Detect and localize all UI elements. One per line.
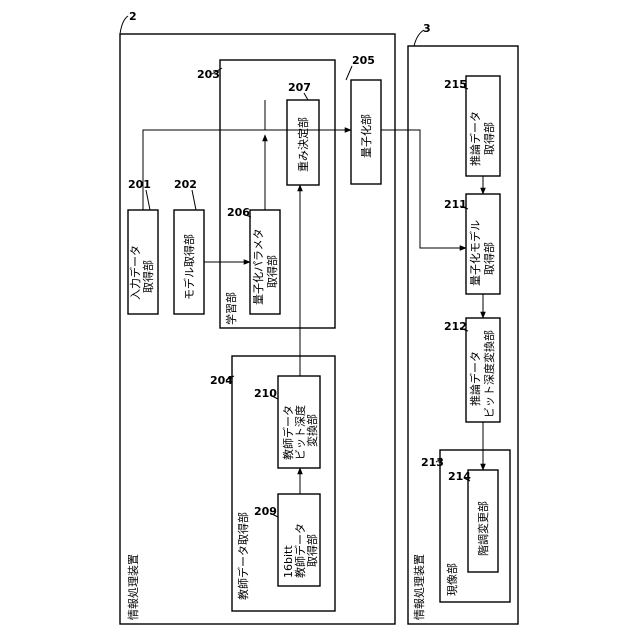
weight-leader: [304, 93, 308, 100]
arrow-quantizer-to-quantmodel: [381, 130, 466, 248]
input-data-ref: 201: [128, 178, 151, 191]
teacher-conv-line1: 教師データ: [281, 405, 295, 460]
model-line1: モデル取得部: [182, 234, 196, 300]
teacher-conv-ref: 210: [254, 387, 277, 400]
inference-conv-ref: 212: [444, 320, 467, 333]
learning-label: 学習部: [224, 292, 238, 325]
device-3-ref-text: 3: [423, 22, 431, 35]
teacher-conv-line3: 変換部: [305, 414, 319, 447]
teacher-ref: 204: [210, 374, 233, 387]
teacher-label: 教師データ取得部: [236, 512, 250, 600]
inference-conv-line1: 推論データ: [468, 351, 482, 406]
arrow-input-to-quantizer: [143, 130, 351, 210]
weight-ref: 207: [288, 81, 311, 94]
inference-acq-ref: 215: [444, 78, 467, 91]
gradation-line1: 階調変更部: [476, 501, 490, 556]
learning-ref: 203: [197, 68, 220, 81]
inference-acq-line1: 推論データ: [468, 111, 482, 166]
developer-ref: 213: [421, 456, 444, 469]
input-data-line1: 入力データ: [128, 245, 142, 300]
device-3-frame: [408, 46, 518, 624]
weight-line1: 重み決定部: [296, 117, 310, 172]
quant-param-ref: 206: [227, 206, 250, 219]
inference-conv-line2: ビット深度変換部: [482, 330, 496, 418]
inference-acq-line2: 取得部: [482, 122, 496, 155]
teacher-acq-ref: 209: [254, 505, 277, 518]
quantizer-leader: [346, 66, 352, 80]
device-2-label: 情報処理装置: [127, 554, 140, 620]
device-3-label: 情報処理装置: [413, 554, 426, 620]
model-ref: 202: [174, 178, 197, 191]
quant-model-line1: 量子化モデル: [468, 220, 482, 286]
model-leader: [192, 190, 196, 210]
quant-model-ref: 211: [444, 198, 467, 211]
input-data-line2: 取得部: [141, 260, 155, 293]
developer-label: 現像部: [445, 563, 459, 596]
teacher-acq-line2: 教師データ: [293, 523, 307, 578]
quantizer-ref: 205: [352, 54, 375, 67]
teacher-acq-line3: 取得部: [305, 534, 319, 567]
input-data-leader: [146, 190, 150, 210]
quant-param-line2: 取得部: [265, 255, 279, 288]
device-2-ref: 2: [129, 10, 137, 23]
quant-model-line2: 取得部: [482, 242, 496, 275]
quant-param-line1: 量子化パラメタ: [251, 228, 265, 305]
device-2-leader: [120, 16, 128, 34]
teacher-conv-line2: ビット深度: [293, 405, 307, 460]
gradation-ref: 214: [448, 470, 471, 483]
quantizer-line1: 量子化部: [359, 114, 373, 158]
